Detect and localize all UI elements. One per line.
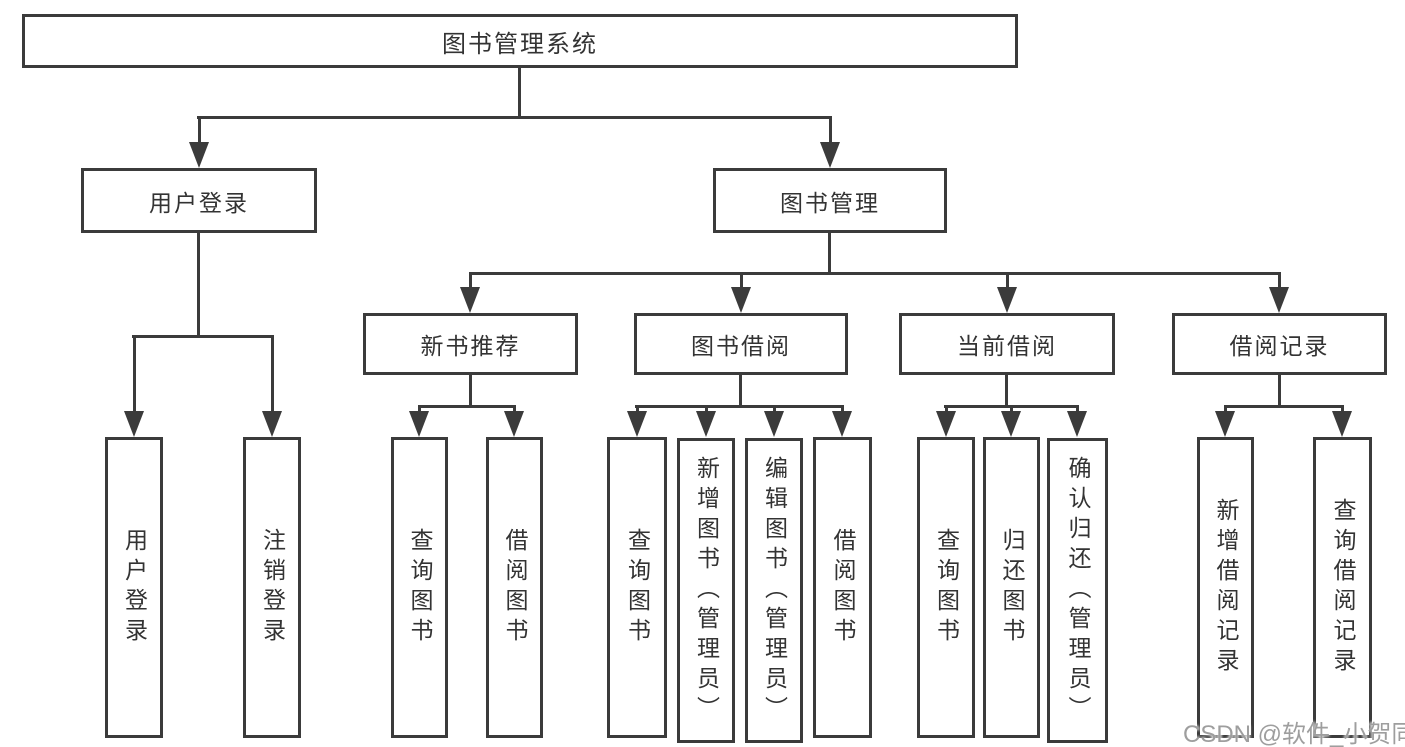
node-label: 用户登录 bbox=[121, 527, 148, 648]
arrow-down-icon bbox=[189, 142, 209, 168]
connector-line bbox=[1278, 272, 1281, 290]
node-label: 确认归还（管理员） bbox=[1065, 455, 1091, 726]
node-label: 新增借阅记录 bbox=[1213, 497, 1239, 678]
leaf-borrow-books-2: 借阅图书 bbox=[813, 437, 872, 738]
node-label: 查询图书 bbox=[933, 527, 960, 648]
arrow-down-icon bbox=[731, 287, 751, 313]
node-label: 新书推荐 bbox=[420, 333, 521, 359]
connector-line bbox=[1006, 272, 1009, 290]
leaf-logout: 注销登录 bbox=[243, 437, 301, 738]
arrow-down-icon bbox=[409, 411, 429, 437]
leaf-user-login: 用户登录 bbox=[105, 437, 163, 738]
connector-line bbox=[469, 272, 472, 290]
connector-line bbox=[469, 373, 472, 407]
connector-line bbox=[197, 231, 200, 337]
arrow-down-icon bbox=[262, 411, 282, 437]
node-label: 借阅记录 bbox=[1229, 333, 1330, 359]
leaf-confirm-return-admin: 确认归还（管理员） bbox=[1047, 438, 1108, 743]
arrow-down-icon bbox=[936, 411, 956, 437]
arrow-down-icon bbox=[1269, 287, 1289, 313]
node-borrowing-records: 借阅记录 bbox=[1172, 313, 1387, 375]
node-label: 图书管理系统 bbox=[442, 30, 598, 58]
connector-line bbox=[197, 116, 832, 119]
connector-line bbox=[829, 116, 832, 144]
node-label: 查询借阅记录 bbox=[1330, 497, 1356, 678]
node-label: 图书管理 bbox=[780, 189, 880, 216]
arrow-down-icon bbox=[627, 411, 647, 437]
leaf-query-books-3: 查询图书 bbox=[917, 437, 975, 738]
leaf-return-books: 归还图书 bbox=[983, 437, 1040, 738]
connector-line bbox=[739, 373, 742, 407]
connector-line bbox=[469, 272, 1281, 275]
leaf-query-borrow-record: 查询借阅记录 bbox=[1313, 437, 1372, 738]
node-label: 注销登录 bbox=[259, 527, 286, 648]
arrow-down-icon bbox=[696, 411, 716, 437]
node-user-login: 用户登录 bbox=[81, 168, 317, 233]
connector-line bbox=[132, 335, 274, 338]
connector-line bbox=[828, 231, 831, 275]
node-new-book-recommend: 新书推荐 bbox=[363, 313, 578, 375]
connector-line bbox=[1224, 405, 1344, 408]
node-book-borrowing: 图书借阅 bbox=[634, 313, 848, 375]
connector-line bbox=[198, 116, 201, 144]
arrow-down-icon bbox=[997, 287, 1017, 313]
node-label: 编辑图书（管理员） bbox=[761, 455, 788, 726]
connector-line bbox=[418, 405, 516, 408]
node-label: 借阅图书 bbox=[502, 527, 528, 648]
leaf-add-borrow-record: 新增借阅记录 bbox=[1197, 437, 1254, 738]
arrow-down-icon bbox=[764, 411, 784, 437]
connector-line bbox=[740, 272, 743, 290]
node-label: 归还图书 bbox=[999, 527, 1025, 648]
node-root: 图书管理系统 bbox=[22, 14, 1018, 68]
connector-line bbox=[133, 335, 136, 413]
connector-line bbox=[1278, 373, 1281, 407]
arrow-down-icon bbox=[1001, 411, 1021, 437]
node-label: 当前借阅 bbox=[957, 333, 1057, 359]
node-label: 图书借阅 bbox=[691, 333, 791, 359]
leaf-query-books-2: 查询图书 bbox=[607, 437, 667, 738]
arrow-down-icon bbox=[504, 411, 524, 437]
arrow-down-icon bbox=[1215, 411, 1235, 437]
node-book-management: 图书管理 bbox=[713, 168, 947, 233]
leaf-borrow-books-1: 借阅图书 bbox=[486, 437, 543, 738]
node-label: 用户登录 bbox=[149, 189, 249, 216]
connector-line bbox=[271, 335, 274, 413]
arrow-down-icon bbox=[832, 411, 852, 437]
leaf-edit-books-admin: 编辑图书（管理员） bbox=[745, 438, 803, 743]
connector-line bbox=[1005, 373, 1008, 407]
arrow-down-icon bbox=[1067, 411, 1087, 437]
node-current-borrowing: 当前借阅 bbox=[899, 313, 1115, 375]
node-label: 新增图书（管理员） bbox=[693, 455, 720, 726]
connector-line bbox=[635, 405, 844, 408]
arrow-down-icon bbox=[460, 287, 480, 313]
csdn-watermark: CSDN @软件_小贺同学 bbox=[1183, 721, 1405, 747]
arrow-down-icon bbox=[820, 142, 840, 168]
leaf-query-books-1: 查询图书 bbox=[391, 437, 448, 738]
connector-line bbox=[518, 66, 521, 118]
arrow-down-icon bbox=[1332, 411, 1352, 437]
leaf-add-books-admin: 新增图书（管理员） bbox=[677, 438, 735, 743]
node-label: 查询图书 bbox=[624, 527, 651, 648]
node-label: 查询图书 bbox=[407, 527, 433, 648]
arrow-down-icon bbox=[124, 411, 144, 437]
node-label: 借阅图书 bbox=[830, 527, 856, 648]
